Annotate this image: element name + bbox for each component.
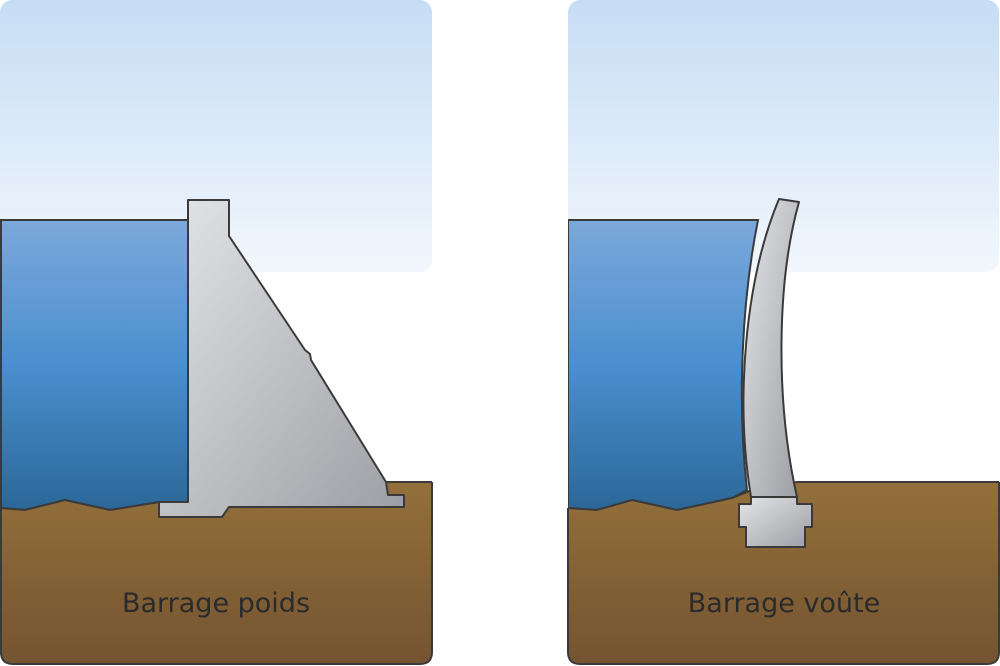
arch-dam-label: Barrage voûte <box>688 588 880 619</box>
sky <box>0 0 432 272</box>
arch-dam-diagram: Barrage voûte <box>567 0 1000 665</box>
reservoir-water <box>0 219 189 512</box>
reservoir-water <box>568 219 760 512</box>
gravity-dam-body <box>158 199 405 518</box>
gravity-dam-label: Barrage poids <box>122 588 310 619</box>
arch-dam-panel: Barrage voûte <box>567 0 1000 666</box>
gravity-dam-panel: Barrage poids <box>0 0 434 666</box>
sky <box>568 0 999 272</box>
gravity-dam-diagram: Barrage poids <box>0 0 433 665</box>
arch-dam-foundation <box>738 496 813 548</box>
